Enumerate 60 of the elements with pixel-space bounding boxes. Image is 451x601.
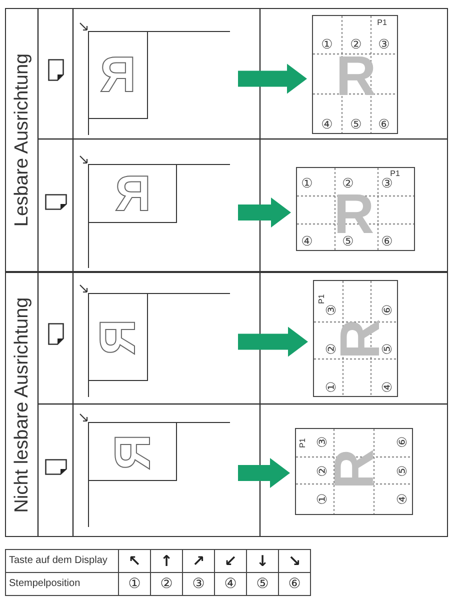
arrow-symbol-cell: ↗ xyxy=(183,550,215,573)
stamp-position-number: ⑤ xyxy=(342,236,354,248)
block-arrow xyxy=(238,458,290,488)
stamp-position-number: ① xyxy=(321,38,333,52)
position-number-cell: ① xyxy=(119,573,151,596)
page-letter: R xyxy=(333,448,375,490)
arrow-symbol-cell: ↘ xyxy=(279,550,311,573)
document-letter: R xyxy=(100,56,136,94)
stamp-position-number: ② xyxy=(326,343,338,355)
position-number-cell: ⑤ xyxy=(247,573,279,596)
stamp-position-number: ⑥ xyxy=(381,236,393,248)
stamp-position-number: ③ xyxy=(326,304,338,316)
stamp-position-number: ② xyxy=(316,465,330,477)
stamp-position-number: ⑤ xyxy=(396,465,410,477)
stamp-position-number: ① xyxy=(301,178,313,190)
stamp-position-number: ③ xyxy=(381,178,393,190)
page-number: P1 xyxy=(299,438,307,448)
page-letter: R xyxy=(339,318,381,360)
row-header-cell: Stempelposition xyxy=(6,573,119,596)
position-number-cell: ② xyxy=(151,573,183,596)
page-number: P1 xyxy=(377,19,387,27)
stamp-position-number: ④ xyxy=(321,118,333,132)
document-letter: R xyxy=(114,433,152,470)
stamp-position-number: ② xyxy=(350,38,362,52)
arrow-symbol-cell: ↙ xyxy=(215,550,247,573)
stamp-position-number: ② xyxy=(342,178,354,190)
position-number-cell: ④ xyxy=(215,573,247,596)
platen-glass-outline xyxy=(88,422,230,527)
stamp-position-number: ① xyxy=(326,381,338,393)
arrow-symbol-cell: ↓ xyxy=(247,550,279,573)
platen-glass-outline xyxy=(88,31,230,135)
document-letter: R xyxy=(99,318,137,356)
block-arrow xyxy=(238,64,307,94)
stamp-position-number: ① xyxy=(316,493,330,505)
platen-glass-outline xyxy=(88,293,230,397)
stamp-position-number: ④ xyxy=(301,236,313,248)
stamp-position-number: ③ xyxy=(378,38,390,52)
page-number: P1 xyxy=(390,170,400,178)
platen-glass-outline xyxy=(88,164,230,268)
position-number-cell: ⑥ xyxy=(279,573,311,596)
stamp-position-number: ⑥ xyxy=(396,436,410,448)
stamp-position-number: ⑥ xyxy=(382,304,394,316)
page-letter: R xyxy=(336,55,376,97)
block-arrow xyxy=(238,198,291,228)
stamp-position-number: ④ xyxy=(396,493,410,505)
orientation-label: Lesbare Ausrichtung xyxy=(12,53,31,227)
stamp-position-number: ⑥ xyxy=(378,118,390,132)
stamp-position-number: ⑤ xyxy=(382,343,394,355)
arrow-symbol-cell: ↖ xyxy=(119,550,151,573)
page-number: P1 xyxy=(318,294,326,304)
page-letter: R xyxy=(334,193,374,235)
stamp-position-number: ④ xyxy=(382,381,394,393)
block-arrow xyxy=(238,326,308,357)
position-number-cell: ③ xyxy=(183,573,215,596)
arrow-symbol-cell: ↑ xyxy=(151,550,183,573)
document-letter: R xyxy=(114,174,151,212)
stamp-position-number: ③ xyxy=(316,436,330,448)
row-header-cell: Taste auf dem Display xyxy=(6,550,119,573)
orientation-label: Nicht lesbare Ausrichtung xyxy=(12,296,31,512)
stamp-position-number: ⑤ xyxy=(350,118,362,132)
